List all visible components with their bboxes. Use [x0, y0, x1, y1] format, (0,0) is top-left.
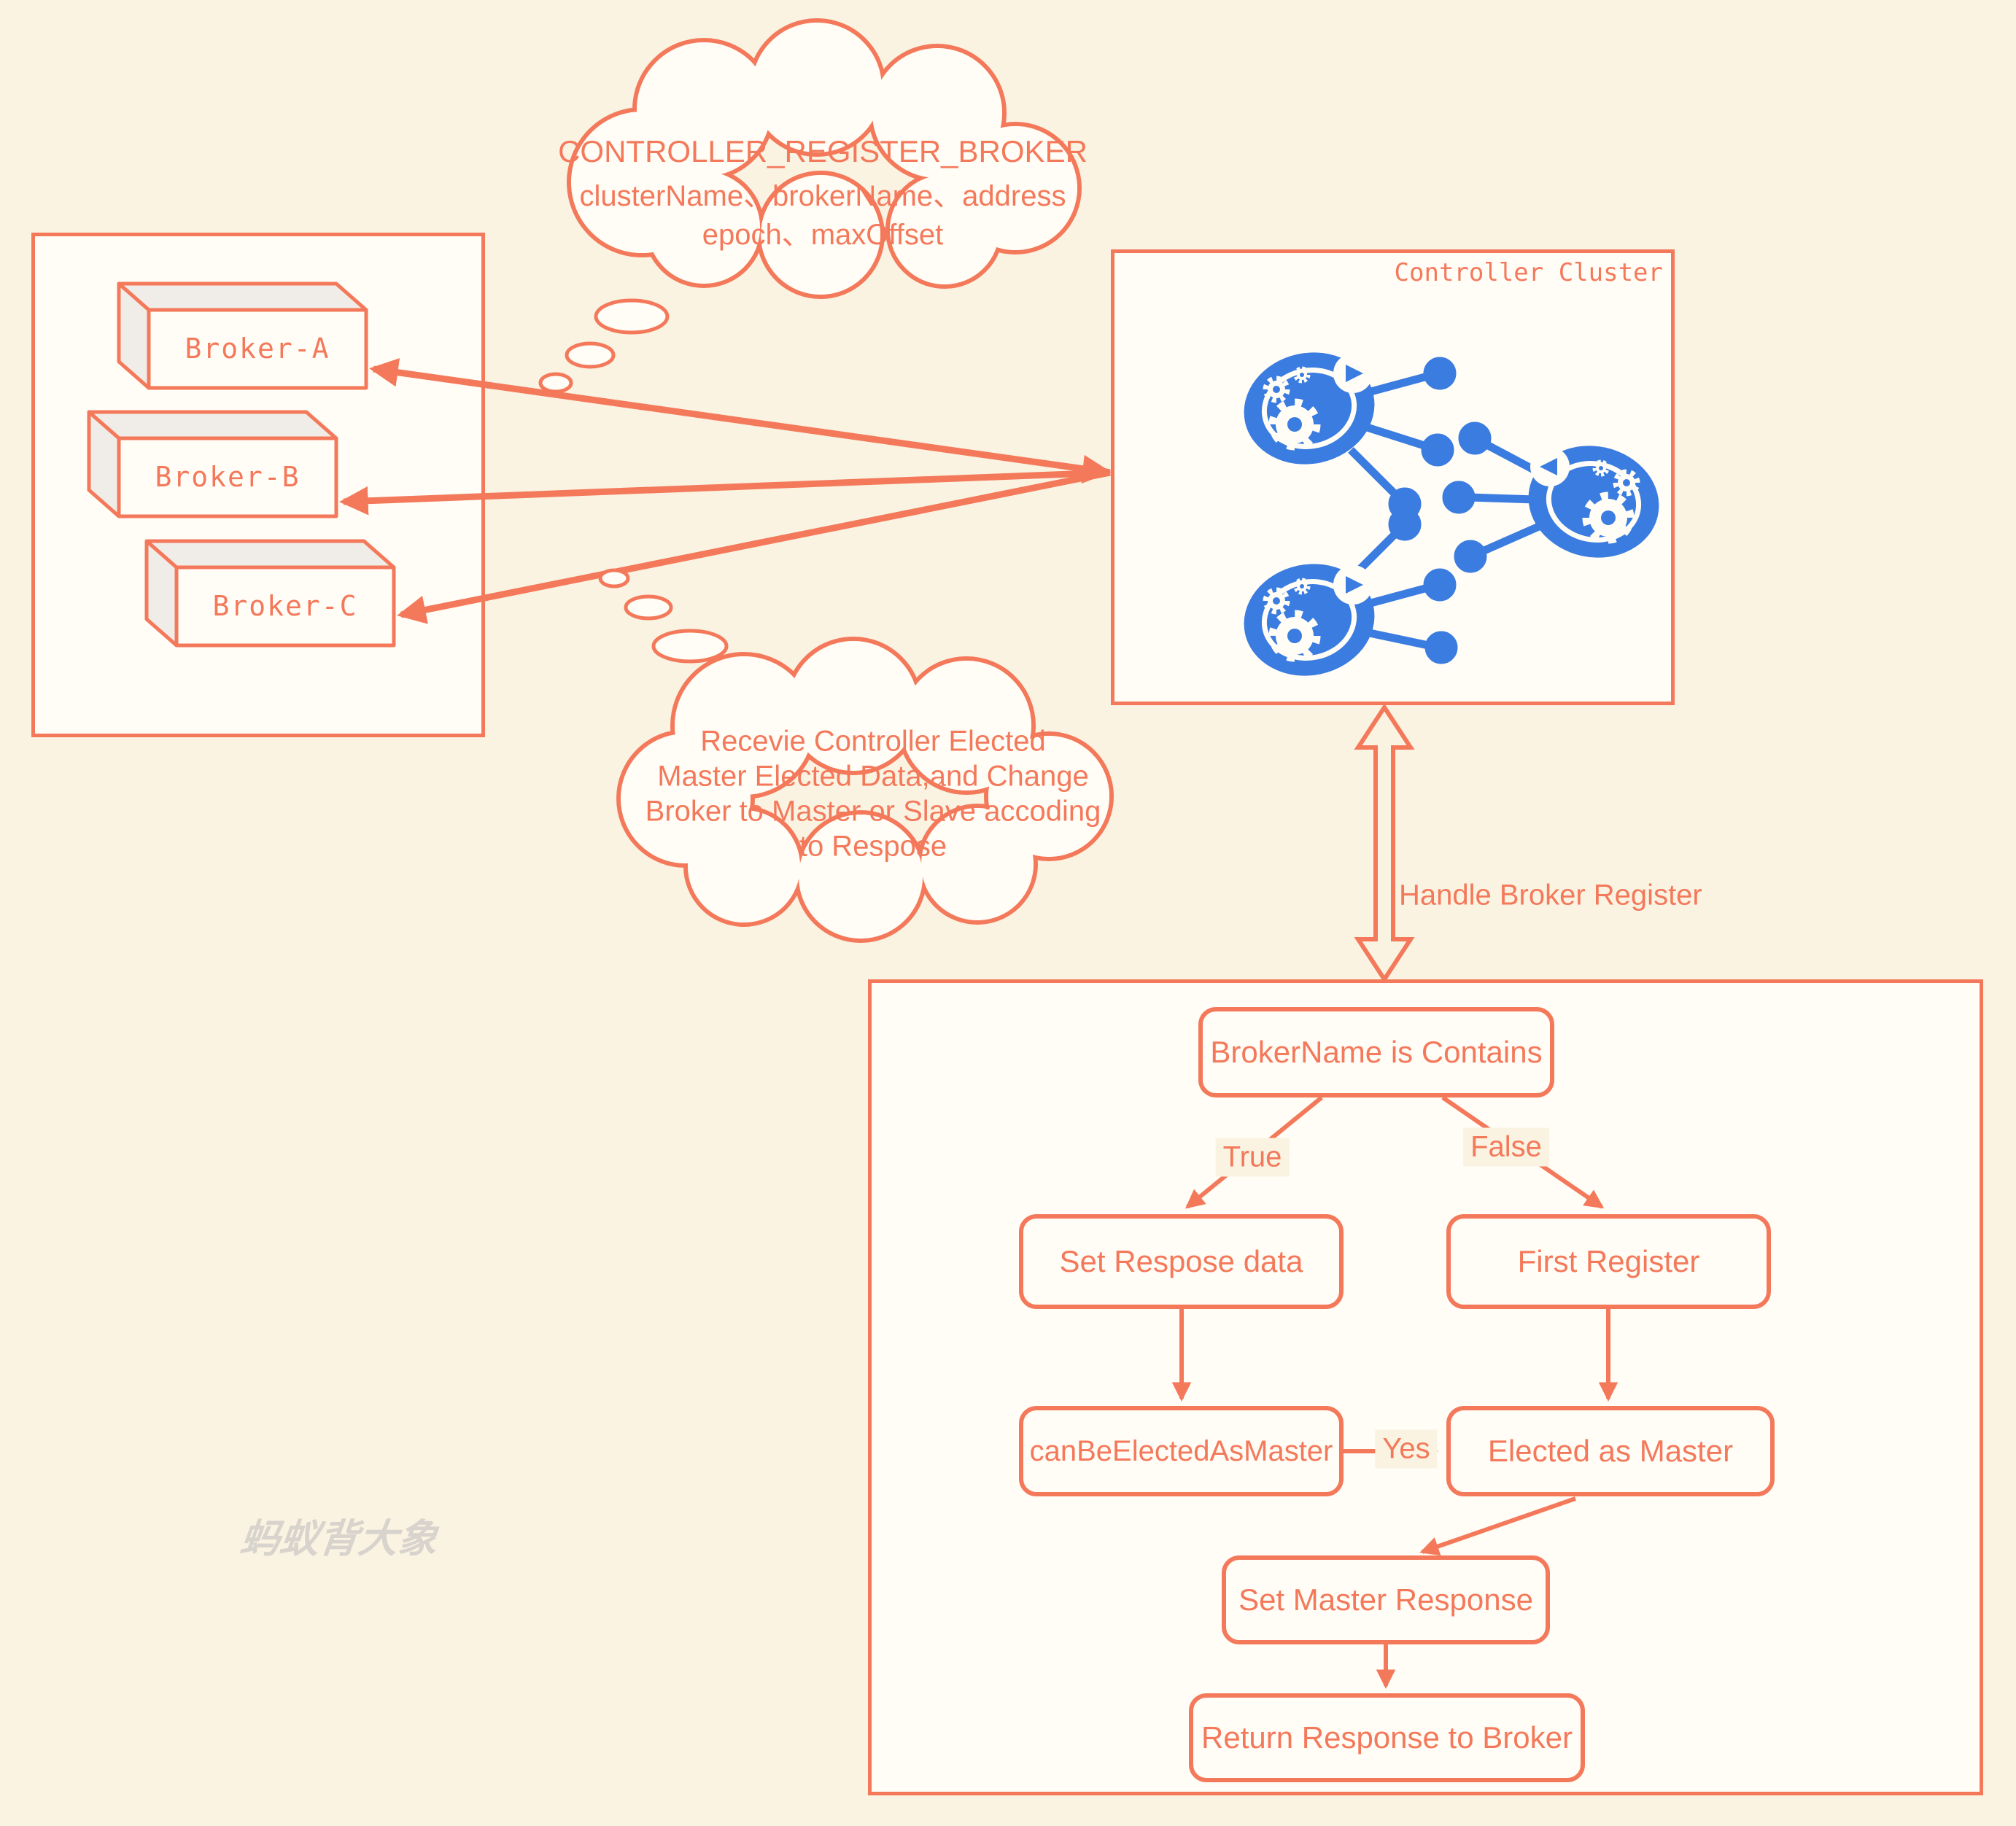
flow-node-label: Set Respose data — [1059, 1244, 1303, 1278]
broker-a-box[interactable] — [117, 281, 368, 390]
controller-node-icon[interactable] — [1233, 341, 1457, 521]
flow-node-label: BrokerName is Contains — [1210, 1035, 1543, 1069]
flow-node-label: Elected as Master — [1487, 1434, 1734, 1468]
thought-bubbles-bottom — [598, 568, 729, 664]
handle-register-double-arrow — [1354, 703, 1415, 984]
flow-node-label: Set Master Response — [1238, 1582, 1533, 1617]
broker-b-label: Broker-B — [155, 461, 301, 493]
flow-node-label: Return Response to Broker — [1201, 1720, 1573, 1755]
broker-a-label: Broker-A — [185, 333, 330, 365]
edge-label-yes: Yes — [1375, 1429, 1438, 1469]
cloud-register-line: CONTROLLER_REGISTER_BROKER — [558, 134, 1088, 168]
edge-label-false: False — [1463, 1127, 1549, 1167]
thought-bubbles-top — [538, 298, 670, 394]
controller-node-icon[interactable] — [1233, 508, 1458, 688]
controller-cluster-title: Controller Cluster — [1394, 258, 1663, 287]
cloud-receive-line: to Respose — [799, 830, 947, 863]
flow-node-first-register[interactable]: First Register — [1446, 1214, 1771, 1309]
cloud-receive-line: Master Elected Data,and Change — [657, 760, 1089, 793]
flow-node-set-master-response[interactable]: Set Master Response — [1222, 1555, 1550, 1644]
flow-node-can-be-elected[interactable]: canBeElectedAsMaster — [1019, 1406, 1344, 1496]
flowchart-panel[interactable] — [868, 979, 1983, 1795]
broker-b-box[interactable] — [87, 410, 338, 518]
flow-node-label: First Register — [1517, 1244, 1700, 1278]
controller-node-icon[interactable] — [1442, 421, 1670, 570]
handle-broker-register-label: Handle Broker Register — [1399, 879, 1702, 912]
flow-node-brokername-contains[interactable]: BrokerName is Contains — [1198, 1007, 1554, 1097]
flow-node-elected-as-master[interactable]: Elected as Master — [1446, 1406, 1775, 1496]
broker-c-box[interactable] — [144, 539, 396, 648]
broker-controller-arrows — [339, 358, 1112, 624]
watermark: 蚂蚁背大象 — [238, 1517, 440, 1561]
broker-c-label: Broker-C — [212, 590, 358, 622]
cloud-register-line: epoch、maxOffset — [702, 219, 944, 251]
flow-node-set-response-data[interactable]: Set Respose data — [1019, 1214, 1344, 1309]
receive-response-cloud[interactable] — [616, 637, 1114, 943]
cloud-receive-line: Recevie Controller Elected — [700, 725, 1046, 758]
register-request-cloud[interactable] — [567, 18, 1082, 299]
edge-label-true: True — [1215, 1138, 1290, 1177]
cloud-register-line: clusterName、brokerName、address — [579, 180, 1066, 212]
flow-node-label: canBeElectedAsMaster — [1029, 1434, 1333, 1467]
flow-node-return-response[interactable]: Return Response to Broker — [1189, 1693, 1585, 1782]
cloud-receive-line: Broker to Master or Slave accoding — [645, 795, 1101, 828]
